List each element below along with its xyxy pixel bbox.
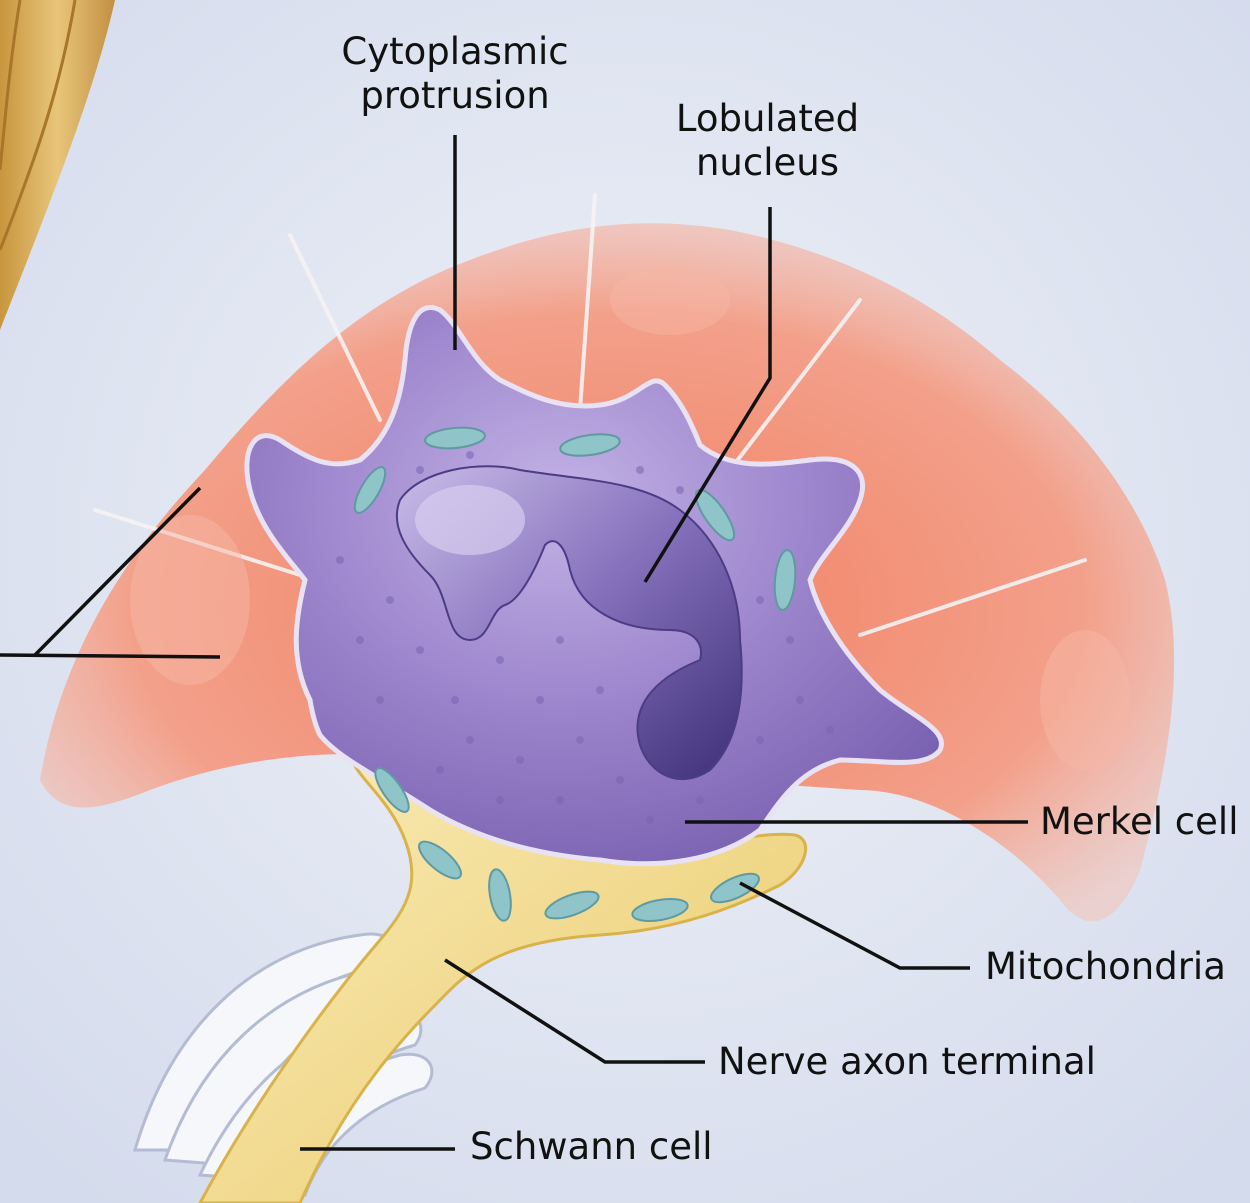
label-lobulated-nucleus: Lobulated nucleus xyxy=(655,97,880,186)
label-lobulated-nucleus-line1: Lobulated xyxy=(655,97,880,141)
label-schwann-cell: Schwann cell xyxy=(470,1125,713,1169)
label-mitochondria: Mitochondria xyxy=(985,945,1226,989)
label-cytoplasmic-protrusion-line2: protrusion xyxy=(330,74,580,118)
label-cytoplasmic-protrusion-line1: Cytoplasmic xyxy=(330,30,580,74)
label-nerve-axon-terminal: Nerve axon terminal xyxy=(718,1040,1096,1084)
label-cytoplasmic-protrusion: Cytoplasmic protrusion xyxy=(330,30,580,119)
label-lobulated-nucleus-line2: nucleus xyxy=(655,141,880,185)
label-merkel-cell: Merkel cell xyxy=(1040,800,1238,844)
